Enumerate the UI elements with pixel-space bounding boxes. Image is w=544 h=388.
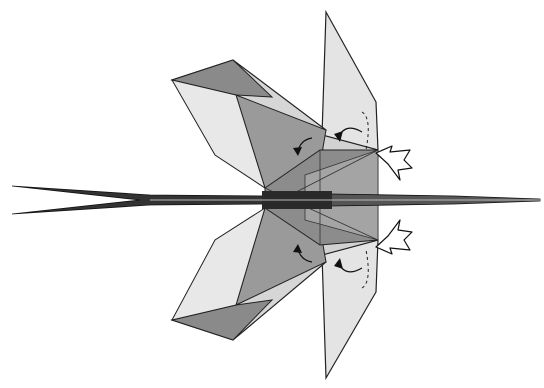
origami-diagram [0, 0, 544, 388]
